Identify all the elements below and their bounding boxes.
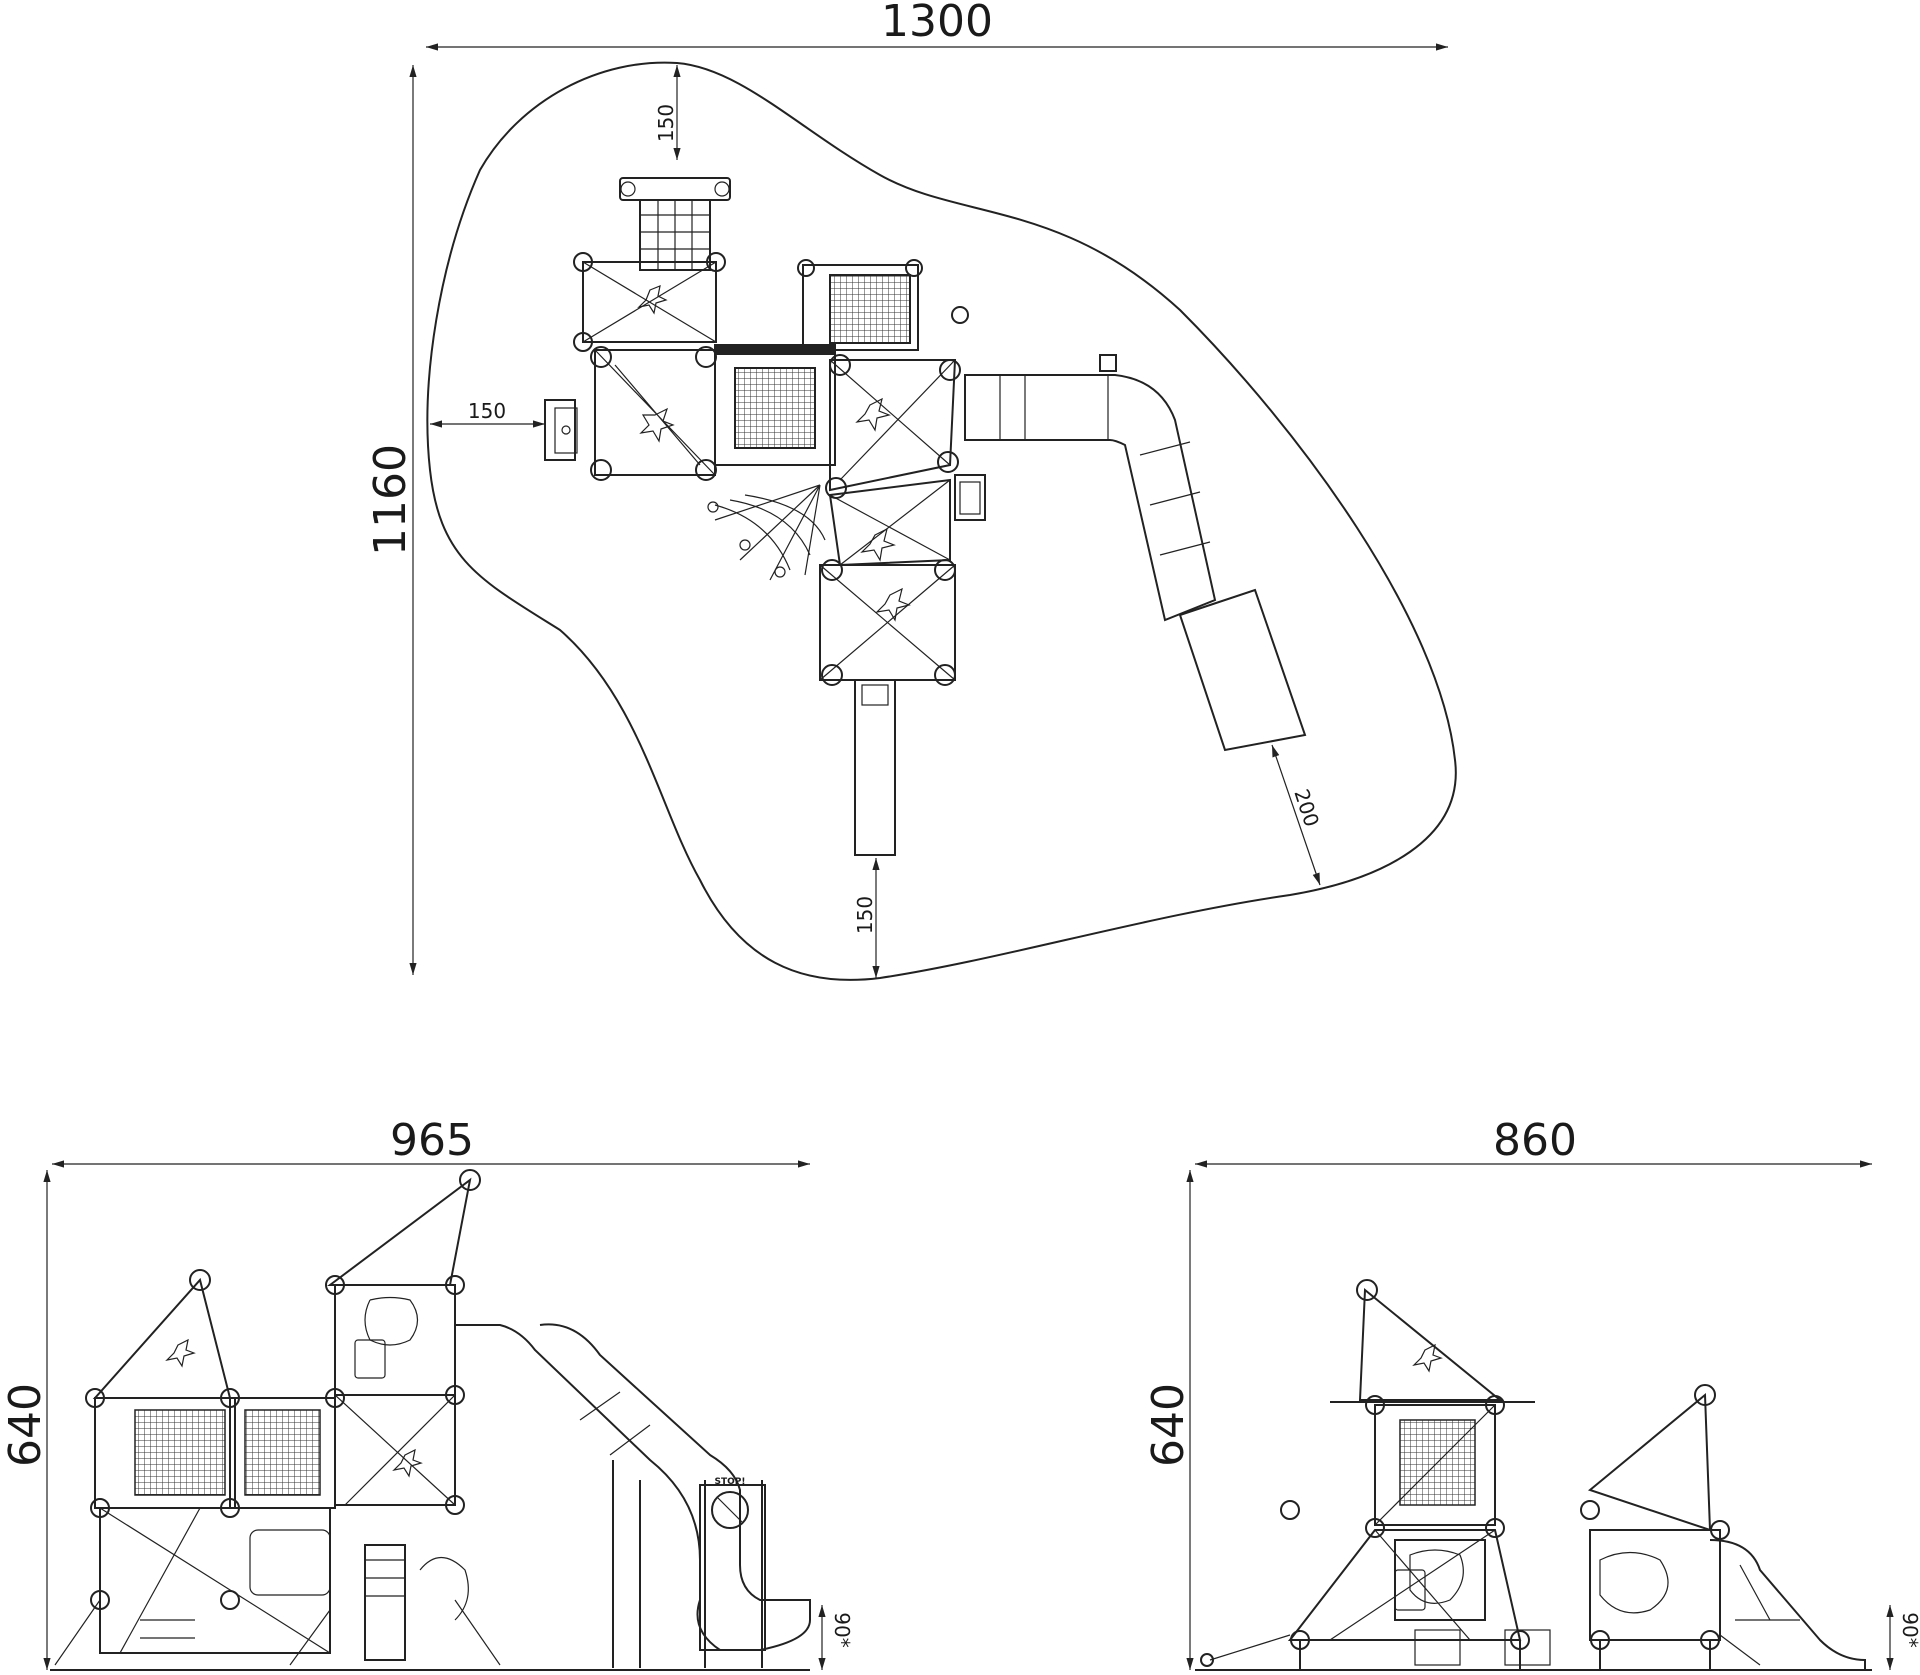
left-tower-module [573,252,726,481]
left-side-panel [544,399,578,461]
top-clearance-label: 150 [654,104,678,142]
lower-right-modules [819,474,986,686]
top-ladder [619,177,731,271]
top-right-mesh-module [797,259,969,351]
right-center-module [825,354,961,499]
slide-clearance-line [1271,744,1321,886]
front-width-label: 965 [390,1115,474,1166]
straight-slide [854,679,896,856]
front-depth-label: 90* [830,1612,854,1647]
side-elevation-view: 860 640 90* [1143,1115,1920,1671]
plan-height-label: 1160 [365,444,416,556]
side-width-label: 860 [1493,1115,1577,1166]
tube-slide [964,354,1307,752]
central-mesh-module [714,344,836,466]
side-depth-label: 90* [1898,1612,1920,1647]
spider-web-net [707,484,826,581]
safety-zone-outline [426,61,1457,981]
front-elevation-view: 965 640 90* [0,1115,854,1671]
side-height-label: 640 [1143,1383,1194,1467]
slide-clearance-label: 200 [1289,786,1324,830]
stop-sign-label: STOP! [715,1477,746,1487]
plan-width-label: 1300 [881,0,993,47]
plan-view: 1300 1160 150 150 150 200 [365,0,1457,981]
left-clearance-label: 150 [468,399,506,423]
bottom-clearance-label: 150 [853,896,877,934]
front-height-label: 640 [0,1383,51,1467]
